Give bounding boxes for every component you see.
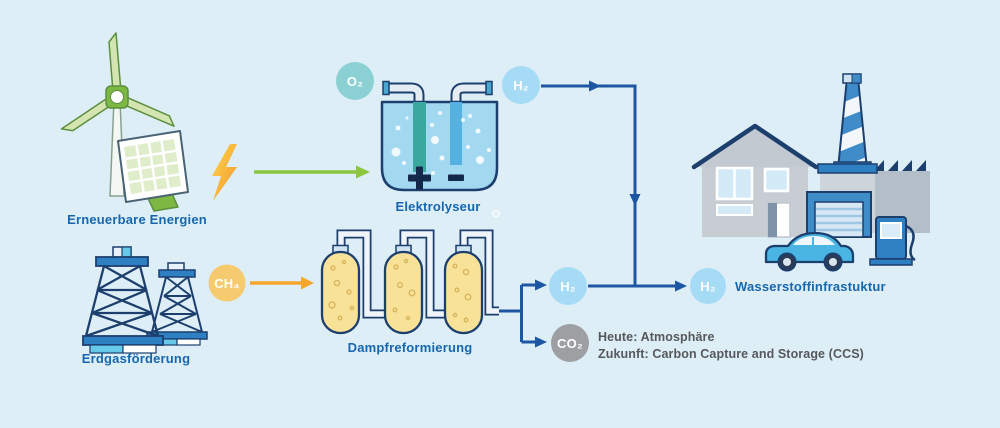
co2-note-today: Heute: Atmosphäre xyxy=(598,330,715,344)
pump-hose xyxy=(905,224,916,262)
house-window-small xyxy=(763,167,790,193)
reformer-pipes xyxy=(336,229,499,319)
h2-electrolysis-label: H₂ xyxy=(513,78,529,93)
bubbles xyxy=(391,111,491,175)
wind-turbine-icon xyxy=(60,32,175,197)
house-window-band xyxy=(716,204,753,216)
factory-garage-door xyxy=(806,191,872,238)
h2-reforming-badge: H₂ xyxy=(549,267,587,305)
electrolyzer-pipes xyxy=(382,80,493,104)
methane-arrow xyxy=(250,276,314,290)
pump-screen xyxy=(880,222,902,239)
gas-derrick-small xyxy=(146,262,208,346)
car-icon xyxy=(764,231,855,272)
stray-bubble xyxy=(492,210,500,218)
ch4-badge: CH₄ xyxy=(208,264,246,302)
electricity-arrow xyxy=(254,165,370,179)
factory-icon xyxy=(806,73,930,238)
o2-badge-label: O₂ xyxy=(347,74,363,89)
factory-chimney xyxy=(833,73,872,173)
flow-line-to-infrastructure xyxy=(588,280,687,292)
house-icon xyxy=(691,123,819,238)
solar-panel-icon xyxy=(117,130,189,212)
lightning-icon xyxy=(212,144,237,201)
flow-line-reformer-split xyxy=(497,279,547,348)
cathode-electrode xyxy=(450,102,462,165)
reformer-label: Dampfreformierung xyxy=(348,340,473,355)
electrolyzer-icon xyxy=(380,80,500,218)
anode-electrode xyxy=(413,102,426,172)
minus-symbol xyxy=(448,174,464,181)
co2-badge: CO₂ xyxy=(551,324,589,362)
car-wheels xyxy=(777,252,843,272)
reformer-bubbles xyxy=(328,258,472,323)
flow-line-electrolysis xyxy=(541,80,641,286)
reformer-icon xyxy=(320,229,499,335)
electrolyzer-label: Elektrolyseur xyxy=(396,199,481,214)
ch4-badge-label: CH₄ xyxy=(214,276,240,291)
factory-sawtooth-roof xyxy=(874,160,926,171)
gas-derrick-big xyxy=(82,246,164,354)
o2-badge: O₂ xyxy=(336,62,374,100)
natural-gas-label: Erdgasförderung xyxy=(82,351,190,366)
co2-badge-label: CO₂ xyxy=(557,336,583,351)
co2-note-future: Zukunft: Carbon Capture and Storage (CCS… xyxy=(598,347,864,361)
h2-infrastructure-label: H₂ xyxy=(700,279,716,294)
reformer-tanks xyxy=(320,244,484,335)
h2-reforming-label: H₂ xyxy=(560,279,576,294)
h2-electrolysis-badge: H₂ xyxy=(502,66,540,104)
gas-derrick-icon xyxy=(82,246,208,354)
infrastructure-label: Wasserstoffinfrastuktur xyxy=(735,279,886,294)
renewables-label: Erneuerbare Energien xyxy=(67,212,207,227)
plus-symbol xyxy=(408,166,431,190)
fuel-pump-icon xyxy=(869,216,916,266)
h2-infrastructure-badge: H₂ xyxy=(690,268,726,304)
